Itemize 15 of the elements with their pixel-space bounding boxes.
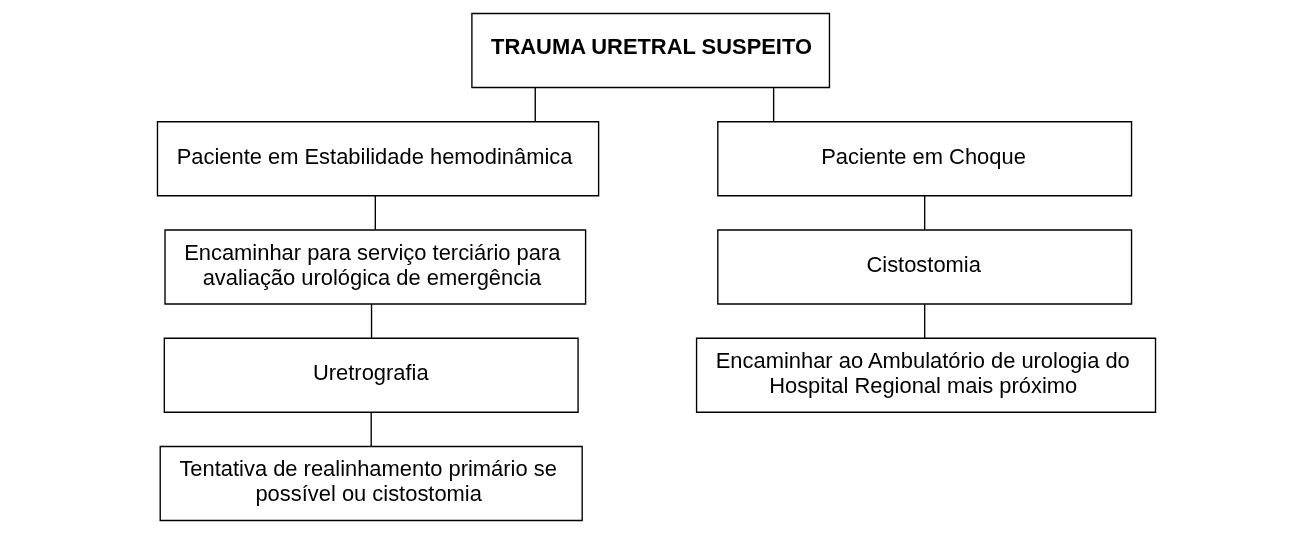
connector bbox=[370, 411, 372, 447]
node-box: Tentativa de realinhamento primário se possível ou cistostomia bbox=[159, 445, 583, 522]
connector bbox=[772, 87, 775, 123]
connector bbox=[374, 195, 376, 231]
connector bbox=[534, 87, 536, 123]
node-box: Encaminhar ao Ambulatório de urologia do Hospital Regional mais próximo bbox=[695, 337, 1157, 413]
node-box: Paciente em Estabilidade hemodinâmica bbox=[156, 121, 600, 197]
node-box: Cistostomia bbox=[717, 229, 1133, 305]
node-box: Paciente em Choque bbox=[717, 121, 1133, 197]
connector bbox=[924, 303, 926, 339]
node-box: TRAUMA URETRAL SUSPEITO bbox=[471, 12, 831, 89]
node-box: Uretrografia bbox=[163, 337, 579, 413]
connector bbox=[924, 195, 926, 231]
node-box: Encaminhar para serviço terciário para avaliação urológica de emergência bbox=[164, 229, 587, 305]
connector bbox=[370, 303, 373, 339]
